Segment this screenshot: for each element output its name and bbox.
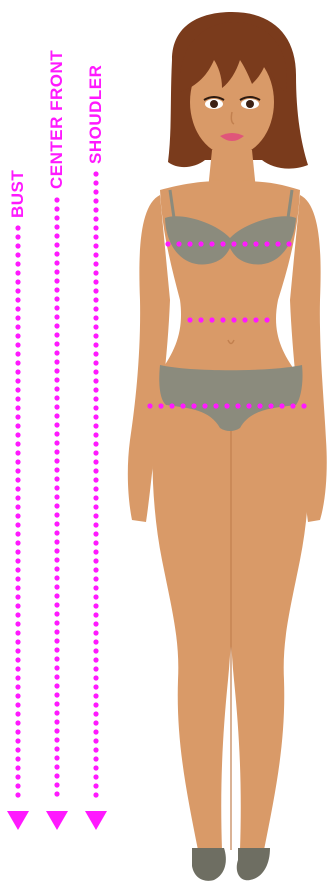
down-triangle-icon: [85, 811, 107, 830]
right-shoe: [237, 848, 270, 880]
left-leg: [152, 380, 232, 850]
guide-bust: [7, 225, 29, 830]
down-triangle-icon: [46, 811, 68, 830]
label-bust: BUST: [8, 170, 28, 218]
figure-line-hips: [147, 403, 306, 408]
guide-center-front: [46, 197, 68, 830]
label-center-front: CENTER FRONT: [47, 50, 67, 189]
left-shoe: [192, 848, 226, 881]
label-shoulder: SHOUDLER: [86, 65, 106, 164]
vertical-measurement-guides: [7, 171, 107, 830]
female-figure-illustration: [128, 12, 327, 881]
right-leg: [230, 380, 310, 850]
down-triangle-icon: [7, 811, 29, 830]
guide-shoulder: [85, 171, 107, 830]
